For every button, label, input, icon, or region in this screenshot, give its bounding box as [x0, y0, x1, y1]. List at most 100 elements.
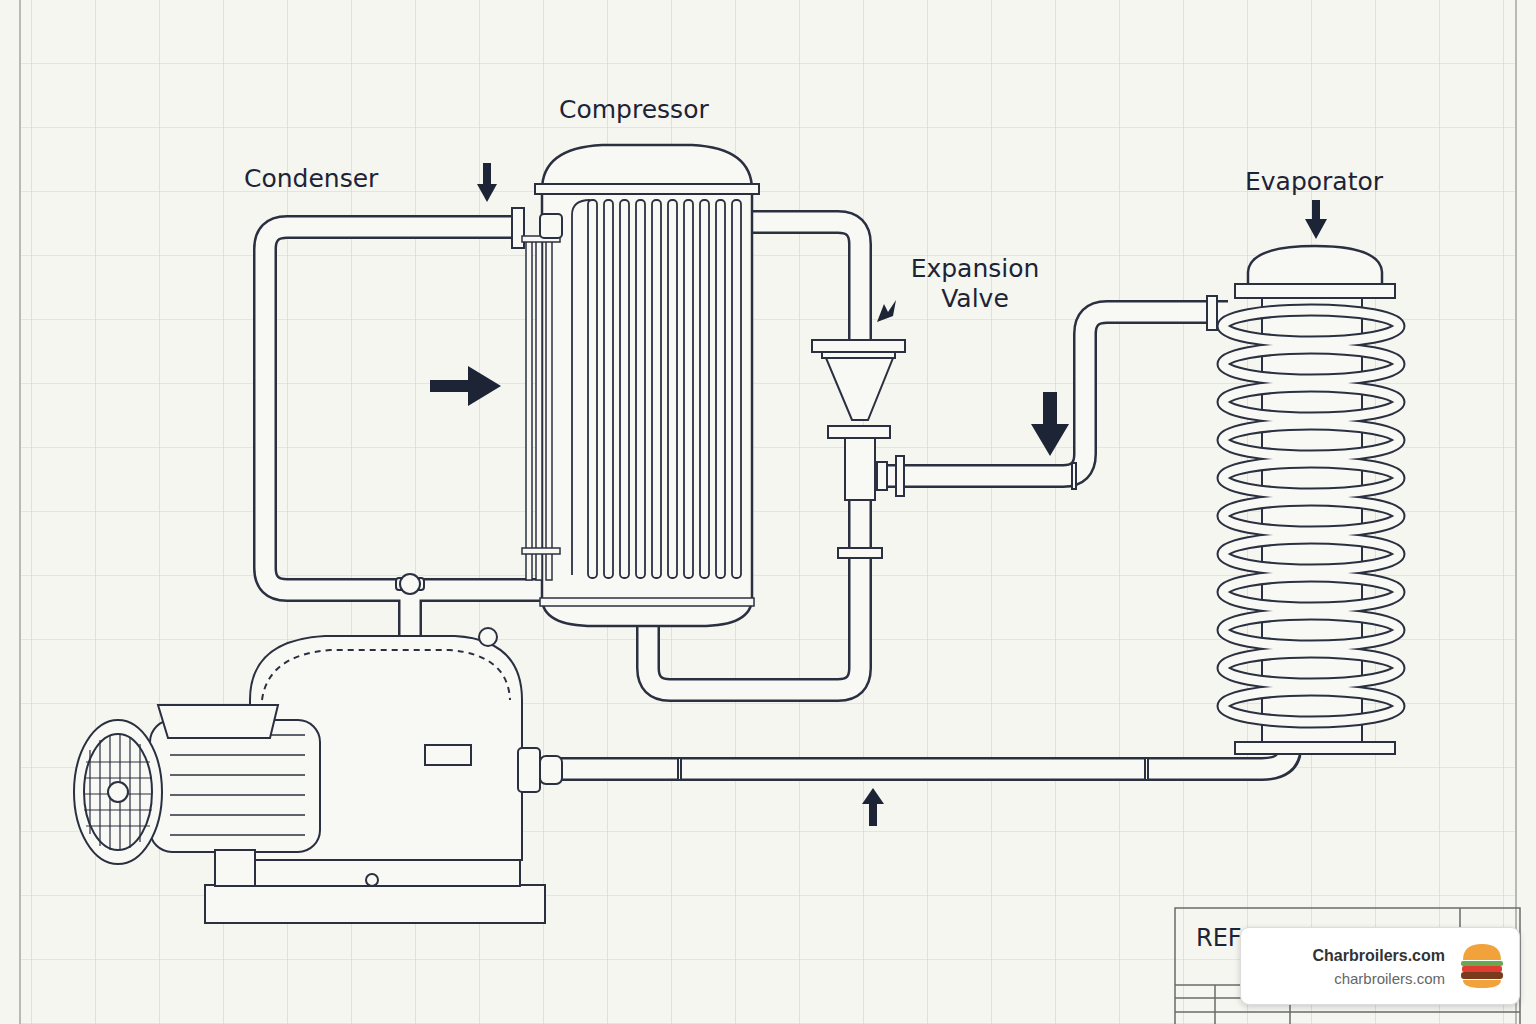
coil-turn [1223, 576, 1399, 608]
frame [20, 0, 1516, 1024]
flow-arrows [430, 163, 1327, 826]
condenser-loop-pipe [265, 227, 570, 590]
evaporator-flange [1235, 284, 1395, 298]
fin-lines [170, 735, 305, 835]
evaporator-flange [1235, 742, 1395, 754]
tee-flange [896, 456, 904, 496]
fan-grille [84, 735, 152, 850]
tube [636, 200, 645, 578]
tube [684, 200, 693, 578]
coil-turn [1223, 690, 1399, 722]
lifting-eye [479, 628, 497, 646]
title-block-frame [1175, 908, 1520, 1024]
component-label: Compressor [559, 95, 709, 125]
compressor-unit [74, 628, 562, 923]
coil-outline [1223, 310, 1399, 722]
tube [700, 200, 709, 578]
arrow-shaft [869, 802, 877, 826]
coil-turn [1223, 348, 1399, 380]
coil-turn [1223, 462, 1399, 494]
title-block-rules [1175, 908, 1520, 1024]
flange [1207, 296, 1217, 330]
valve-flange [838, 548, 882, 558]
valve-flange [812, 340, 905, 352]
coil-turn [1223, 614, 1399, 646]
coil-turn [1223, 310, 1399, 342]
coil-turn [1223, 538, 1399, 570]
coil-turn [1223, 310, 1399, 342]
component-label: Condenser [244, 164, 378, 194]
tube [620, 200, 629, 578]
title-block [1175, 908, 1520, 1024]
motor-foot [215, 850, 255, 886]
watermark-card: Charbroilers.com charbroilers.com [1240, 927, 1520, 1005]
coil-turn [1223, 500, 1399, 532]
tube [588, 200, 597, 578]
tube [716, 200, 725, 578]
tee-nozzle [877, 462, 887, 490]
arrow-head [468, 366, 501, 406]
arrow-shaft [483, 163, 491, 185]
fan-cover [74, 720, 162, 864]
coil-turn [1223, 386, 1399, 418]
bolt [366, 874, 378, 886]
arrow-shaft [1043, 392, 1057, 427]
motor-housing [150, 720, 320, 852]
coil-turn [1223, 576, 1399, 608]
vessel-collar [540, 598, 754, 606]
body-contour [262, 650, 510, 700]
coil-fill [1223, 310, 1399, 722]
bun-top [1463, 944, 1501, 960]
side-tubes [522, 236, 560, 580]
vessel [522, 145, 759, 626]
tube [668, 200, 677, 578]
vessel-shell [542, 145, 752, 626]
base-frame [230, 860, 520, 886]
valve-feed-pipe [750, 222, 860, 342]
patty [1461, 972, 1503, 979]
valve-flange [828, 426, 890, 438]
tube [604, 200, 613, 578]
bun-bottom [1463, 980, 1501, 988]
pipe-seam [678, 758, 681, 780]
terminal-box [158, 705, 278, 738]
coil-turn [1223, 500, 1399, 532]
evaporator-dome [1248, 246, 1382, 288]
motor-fins [170, 735, 305, 835]
tube [652, 200, 661, 578]
coil [1223, 310, 1399, 722]
grille-lines [84, 735, 152, 850]
inlet-nozzle [540, 214, 562, 238]
tube [526, 240, 532, 580]
coil-turn [1223, 690, 1399, 722]
coil-turn [1223, 652, 1399, 684]
pipe-seam [1072, 463, 1076, 489]
vessel-collar [535, 184, 759, 194]
arrow-head [477, 184, 497, 202]
grid [20, 0, 1516, 1024]
coil-turn [1223, 386, 1399, 418]
coil-turn [1223, 348, 1399, 380]
fan-guard [84, 734, 152, 850]
tomato [1462, 966, 1502, 972]
coil-turn [1223, 424, 1399, 456]
tube [732, 200, 741, 578]
evaporator-feed-pipe [885, 312, 1228, 476]
tube-bundle [572, 200, 741, 578]
evaporator-unit [1223, 246, 1399, 754]
outlet-flange [518, 748, 540, 792]
pointer-arrow [877, 300, 896, 322]
brand-name: Charbroilers.com [1241, 947, 1445, 965]
suction-pipe [558, 746, 1290, 769]
name-plate [425, 745, 471, 765]
coil-turn [1223, 462, 1399, 494]
component-label: Expansion Valve [895, 254, 1055, 314]
expansion-valve [812, 340, 905, 558]
valve-cone [826, 358, 893, 420]
brand-url: charbroilers.com [1241, 970, 1445, 987]
component-label: Evaporator [1245, 167, 1383, 197]
tube [536, 240, 542, 580]
outlet-nozzle [540, 756, 562, 784]
coil-turn [1223, 614, 1399, 646]
